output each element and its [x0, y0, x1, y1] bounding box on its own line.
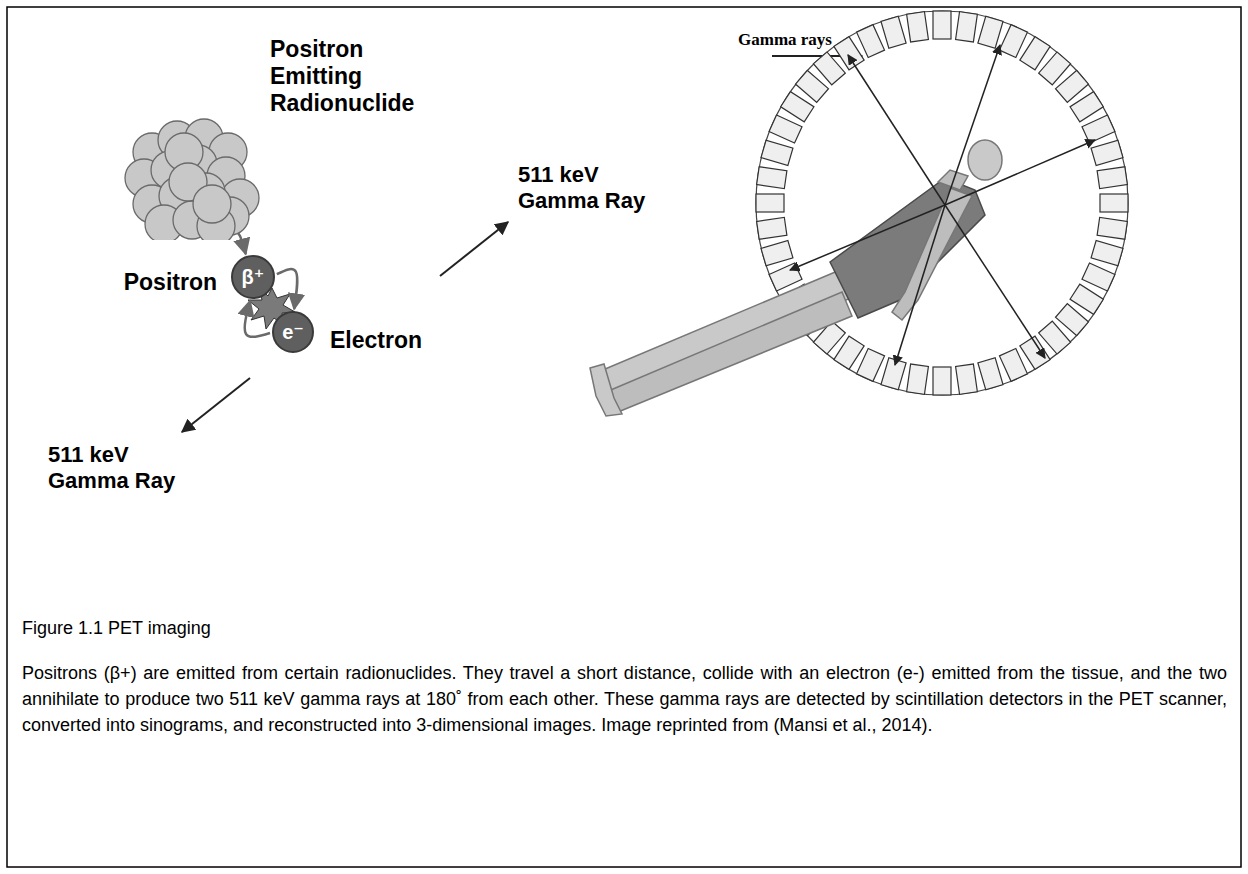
- positron-circle: β⁺Positron: [231, 255, 275, 299]
- electron-circle: e⁻Electron: [272, 311, 314, 353]
- electron-label: Electron: [330, 327, 422, 354]
- figure-caption: Positrons (β+) are emitted from certain …: [22, 660, 1227, 738]
- positron-label: Positron: [124, 269, 217, 296]
- electron-circle-symbol: e⁻: [282, 320, 304, 344]
- gamma-ray-label: 511 keV Gamma Ray: [518, 162, 658, 215]
- positron-circle-symbol: β⁺: [242, 265, 265, 289]
- patient-figure: [590, 140, 1002, 416]
- gamma-ray-label: 511 keV Gamma Ray: [48, 442, 188, 495]
- gamma-rays-label: Gamma rays: [738, 30, 868, 50]
- figure-frame: [7, 7, 1241, 867]
- figure-title: Figure 1.1 PET imaging: [22, 618, 211, 639]
- pet-detector-ring: [756, 11, 1128, 395]
- nucleus-label: Positron Emitting Radionuclide: [270, 36, 445, 117]
- radionuclide-nucleus: Positron Emitting Radionuclide: [122, 112, 260, 240]
- process-arrow: [245, 301, 270, 337]
- gamma-ray-lines: [790, 45, 1095, 365]
- gamma-ray-arrow: [440, 222, 508, 276]
- gamma-ray-arrow: [182, 378, 250, 432]
- process-arrow: [277, 269, 297, 309]
- nucleus-spheres: [122, 112, 260, 240]
